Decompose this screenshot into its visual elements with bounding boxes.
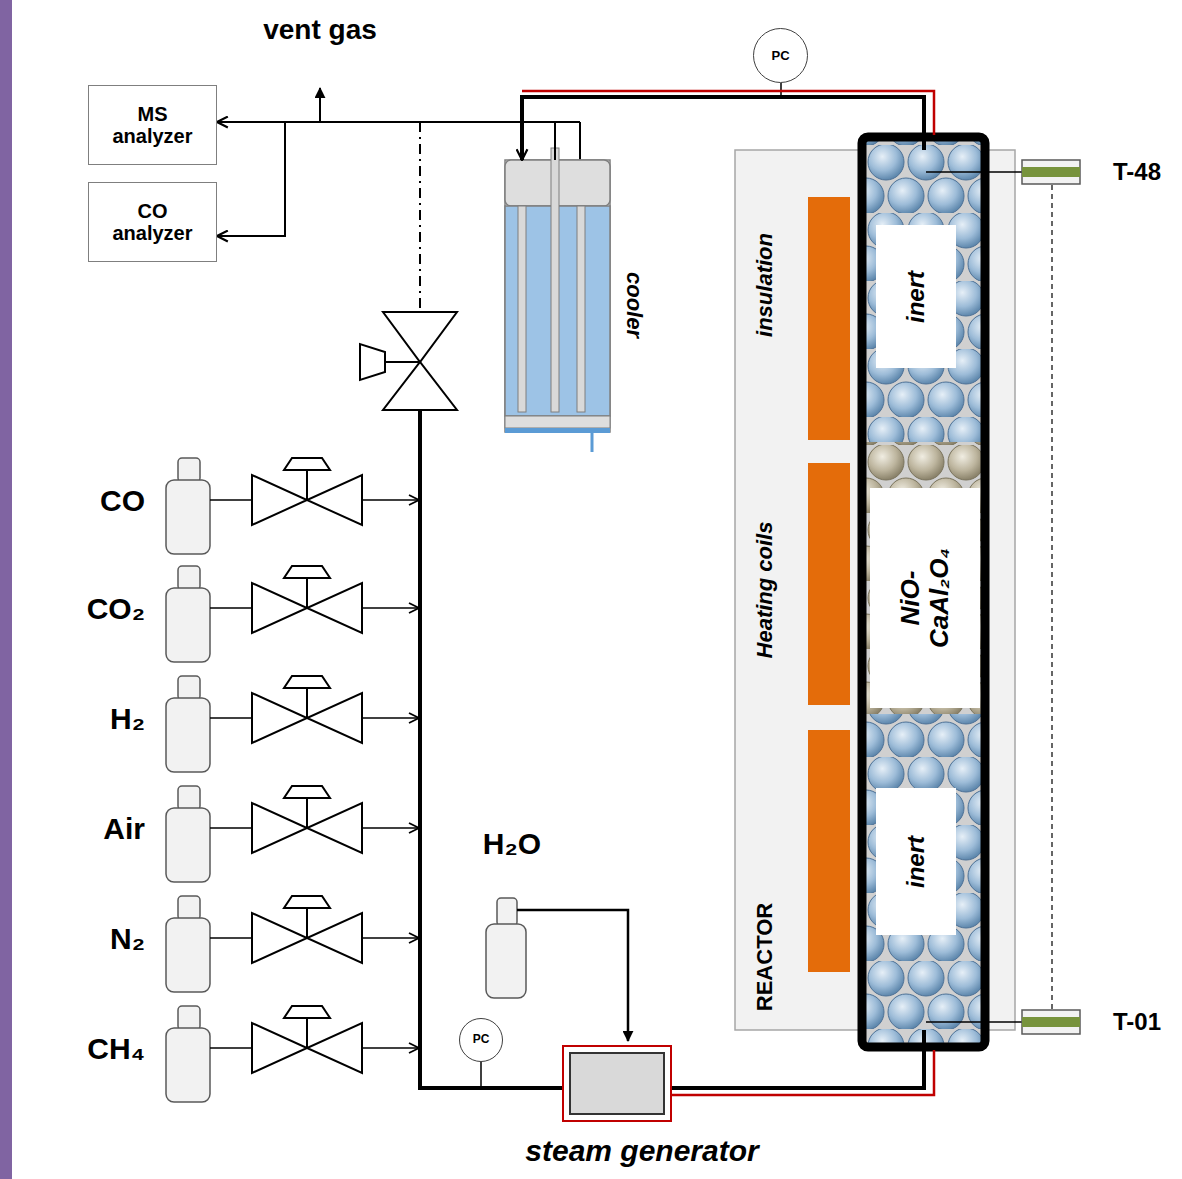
- part-label: Heating coils: [753, 522, 777, 659]
- reactor-drawing: [808, 730, 850, 972]
- gas-cylinder-valve: [166, 458, 419, 1102]
- unit-name: REACTOR: [753, 903, 777, 1011]
- thermocouple: [926, 1021, 1022, 1023]
- reactor-drawing: [866, 141, 981, 1043]
- bypass-valve: [383, 312, 457, 362]
- controller-tag: PC: [473, 1033, 490, 1046]
- reactor-drawing: [735, 137, 1015, 1047]
- gas-label: H₂: [110, 702, 145, 735]
- feed-header-pipe: [480, 1062, 482, 1088]
- bed-zone: inert: [876, 225, 956, 368]
- water-cylinder: [486, 924, 526, 998]
- bypass-valve: [385, 361, 420, 363]
- analyzer-box: CO analyzer: [88, 182, 217, 262]
- reactor-drawing: [866, 442, 981, 714]
- vent-line: [553, 121, 580, 123]
- gas-cylinder-valve: [166, 566, 419, 662]
- vent-line: [319, 88, 321, 122]
- reactor-drawing: [808, 197, 850, 440]
- bypass-valve: [360, 122, 457, 410]
- bypass-valve: [360, 344, 385, 380]
- side-strip: [0, 0, 12, 1179]
- gas-label: CO₂: [87, 592, 145, 625]
- sensor-tag: T-01: [1113, 1009, 1161, 1035]
- cooler-drawing: [551, 148, 559, 412]
- analyzer-box: MS analyzer: [88, 85, 217, 165]
- pressure-controller: PC: [459, 1018, 503, 1062]
- sensor-tag: T-48: [1113, 159, 1161, 185]
- reactor-housing: REACTORinertNiO- CaAl₂O₄inert: [735, 150, 1015, 1030]
- sample-line: [217, 122, 555, 236]
- controller-tag: PC: [771, 48, 789, 62]
- thermocouple: [1022, 160, 1080, 184]
- cooler-drawing: [505, 148, 610, 452]
- water-cylinder: [517, 910, 628, 1041]
- feed-header-pipe: [418, 410, 562, 1090]
- gas-label: CO: [100, 484, 145, 517]
- analyzer-name: MS analyzer: [98, 103, 208, 147]
- water-cylinder: [497, 898, 517, 926]
- stream-label: vent gas: [263, 15, 377, 46]
- thermocouple: [1022, 1010, 1080, 1034]
- steam-generator: steam generator: [562, 1045, 672, 1122]
- thermocouple: [926, 171, 1022, 173]
- gas-label: CH₄: [87, 1032, 145, 1065]
- gas-label: H₂O: [483, 827, 541, 860]
- reactor-drawing: [862, 137, 985, 1047]
- feed-header-pipe: [418, 410, 422, 1090]
- gas-cylinder-valve: [166, 896, 419, 992]
- cooler-drawing: [577, 206, 585, 412]
- pipe-connector: [522, 97, 924, 160]
- gas-cylinder-valve: [166, 676, 419, 772]
- bed-name: inert: [903, 270, 929, 322]
- reactor-drawing: [808, 463, 850, 705]
- bypass-valve: [383, 362, 457, 410]
- cooler-drawing: [518, 206, 526, 412]
- thermocouple: [1051, 185, 1053, 1009]
- water-cylinder: [486, 898, 628, 1041]
- gas-label: Air: [103, 812, 145, 845]
- catalyst-name: NiO- CaAl₂O₄: [896, 533, 953, 663]
- gas-cylinder-valve: [166, 1006, 419, 1102]
- gas-cylinder-valve: [166, 786, 419, 882]
- pipe-connector: [672, 1030, 924, 1088]
- analyzer-name: CO analyzer: [98, 200, 208, 244]
- bypass-valve: [419, 122, 421, 312]
- unit-name: steam generator: [525, 1134, 758, 1167]
- gas-label: N₂: [110, 922, 145, 955]
- cooler-drawing: [505, 428, 610, 433]
- sample-line: [217, 122, 555, 160]
- cooler-drawing: [591, 433, 594, 452]
- thermocouple: [1022, 167, 1080, 177]
- unit-name: cooler: [622, 272, 646, 338]
- catalyst-zone: NiO- CaAl₂O₄: [870, 488, 980, 708]
- gas-cylinder-valve: [166, 458, 419, 554]
- thermocouple: [1022, 1017, 1080, 1027]
- cooler-unit: cooler: [505, 160, 610, 432]
- bed-name: inert: [903, 835, 929, 887]
- cooler-drawing: [505, 416, 610, 428]
- pressure-controller: PC: [753, 28, 808, 83]
- feed-header-pipe: [418, 1086, 562, 1090]
- bed-zone: inert: [876, 788, 956, 935]
- part-label: insulation: [753, 233, 777, 337]
